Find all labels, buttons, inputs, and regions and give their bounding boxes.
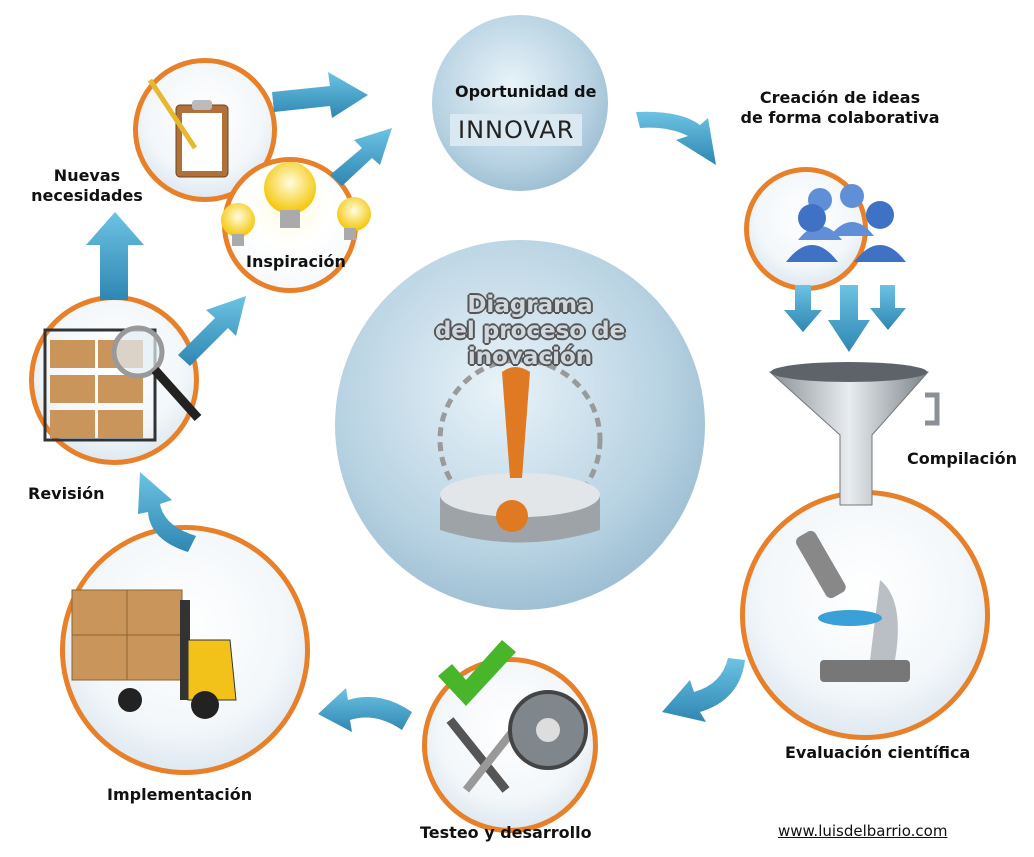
evaluation-label: Evaluación científica [785, 743, 971, 762]
review-label: Revisión [28, 484, 105, 503]
diagram-title-line1: Diagrama [467, 292, 593, 318]
arrow-curved-to-creation [636, 111, 716, 165]
arrow-inspiration-to-opportunity [330, 128, 392, 186]
creation-label: Creación de ideas de forma colaborativa [730, 88, 950, 128]
testing-label: Testeo y desarrollo [420, 823, 592, 842]
diagram-title: Diagrama del proceso de inovación [370, 292, 690, 370]
needs-label-line2: necesidades [31, 186, 143, 205]
needs-label-line1: Nuevas [53, 166, 121, 185]
arrows-down-to-funnel [784, 285, 906, 352]
shelves-magnifier-icon [43, 325, 202, 442]
implementation-label: Implementación [107, 785, 253, 804]
diagram-title-line2: del proceso de inovación [434, 318, 626, 370]
clipboard-icon [147, 78, 229, 178]
creation-label-line1: Creación de ideas [759, 88, 921, 107]
microscope-icon [796, 530, 910, 682]
needs-label: Nuevas necesidades [24, 166, 150, 206]
arrow-implementation-to-review [138, 472, 196, 552]
arrow-evaluation-to-testing [662, 658, 745, 722]
forklift-boxes-icon [71, 589, 237, 719]
creation-label-line2: de forma colaborativa [740, 108, 940, 127]
arrow-needs-to-opportunity [272, 72, 368, 118]
compilation-label: Compilación [907, 449, 1017, 468]
arrow-review-to-inspiration [178, 296, 246, 366]
opportunity-label: Oportunidad de [455, 82, 597, 101]
arrow-testing-to-implementation [318, 688, 412, 732]
tools-check-icon [438, 640, 588, 793]
funnel-icon [768, 362, 940, 506]
innovar-label: INNOVAR [450, 114, 583, 146]
lightbulb-icons [221, 162, 371, 246]
arrow-review-to-needs [86, 212, 144, 300]
opportunity-circle [432, 15, 608, 191]
users-icon [786, 184, 906, 262]
website-link[interactable]: www.luisdelbarrio.com [778, 822, 948, 840]
inspiration-label: Inspiración [246, 252, 346, 271]
exclamation-icon [437, 357, 603, 543]
